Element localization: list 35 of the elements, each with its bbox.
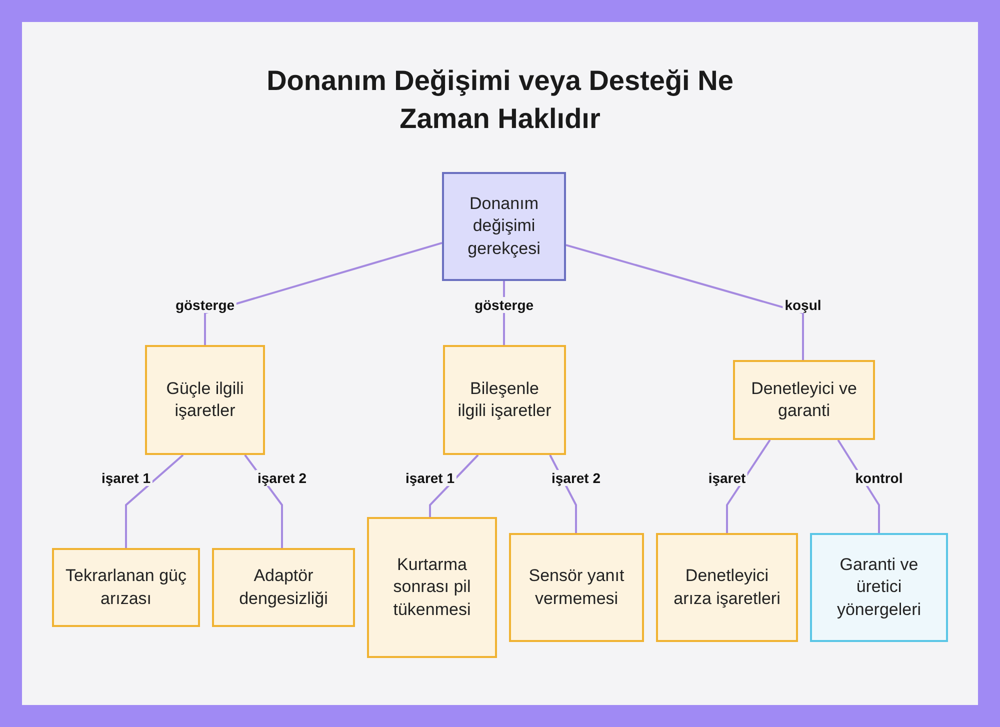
title: Donanım Değişimi veya Desteği Ne Zaman Haklıdır	[266, 64, 734, 136]
connector-line	[726, 439, 771, 533]
connector-line	[566, 244, 804, 360]
node-text: Kurtarma sonrası pil tükenmesi	[392, 554, 472, 621]
concept-box	[656, 533, 798, 642]
edge-label: kontrol	[853, 470, 905, 486]
node-text: Donanım değişimi gerekçesi	[466, 193, 542, 260]
edge-label: işaret 2	[549, 470, 603, 486]
node-text: Bileşenle ilgili işaretler	[456, 378, 552, 422]
node-text: Sensör yanıt vermemesi	[528, 565, 626, 610]
edge-label: işaret 2	[255, 470, 309, 486]
edge-label: koşul	[782, 297, 824, 313]
concept-box	[733, 360, 875, 440]
node-text: Denetleyici arıza işaretleri	[672, 565, 782, 610]
concept-box	[212, 548, 355, 627]
edge-label: işaret 1	[403, 470, 457, 486]
node-text: Tekrarlanan güç arızası	[64, 565, 188, 610]
edge-label: gösterge	[472, 297, 536, 313]
connector-line	[125, 454, 184, 548]
node-text: Güçle ilgili işaretler	[165, 378, 245, 422]
concept-box	[367, 517, 497, 658]
connector-line	[204, 242, 442, 345]
node-text: Denetleyici ve garanti	[750, 378, 858, 422]
edge-label: işaret 1	[99, 470, 153, 486]
concept-box	[145, 345, 265, 455]
node-text: Garanti ve üretici yönergeleri	[836, 554, 922, 621]
concept-box	[52, 548, 200, 627]
edge-label: işaret	[706, 470, 748, 486]
concept-box	[442, 172, 566, 281]
concept-box	[509, 533, 644, 642]
node-text: Adaptör dengesizliği	[238, 565, 329, 610]
connector-line	[429, 454, 479, 517]
concept-box	[443, 345, 566, 455]
edge-label: gösterge	[173, 297, 237, 313]
concept-box	[810, 533, 948, 642]
